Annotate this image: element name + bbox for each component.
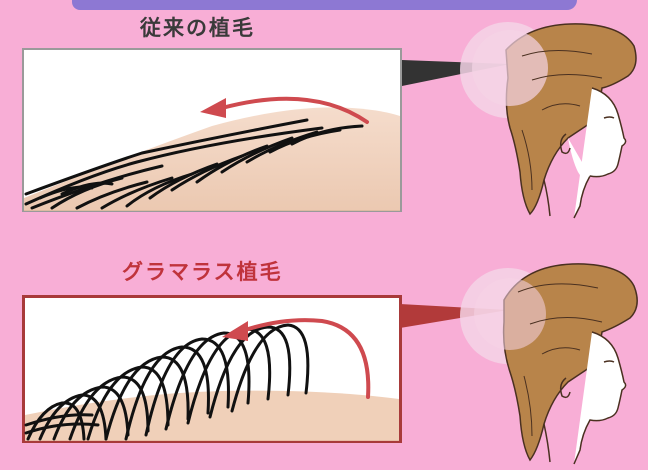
conventional-closeup-panel bbox=[22, 48, 402, 212]
header-bar bbox=[72, 0, 577, 10]
conventional-closeup-illustration bbox=[22, 48, 402, 212]
direction-arrowhead bbox=[200, 98, 226, 118]
direction-arrowhead-bottom bbox=[222, 321, 248, 341]
direction-arrow-line bbox=[220, 96, 369, 124]
glamorous-head-illustration bbox=[452, 252, 648, 468]
conventional-title: 従来の植毛 bbox=[140, 16, 255, 40]
glamorous-title: グラマラス植毛 bbox=[122, 260, 283, 284]
direction-arrow-line-bottom bbox=[240, 318, 371, 399]
conventional-head-illustration bbox=[452, 10, 648, 220]
glamorous-closeup-panel bbox=[22, 295, 402, 443]
glamorous-closeup-illustration bbox=[22, 295, 402, 443]
